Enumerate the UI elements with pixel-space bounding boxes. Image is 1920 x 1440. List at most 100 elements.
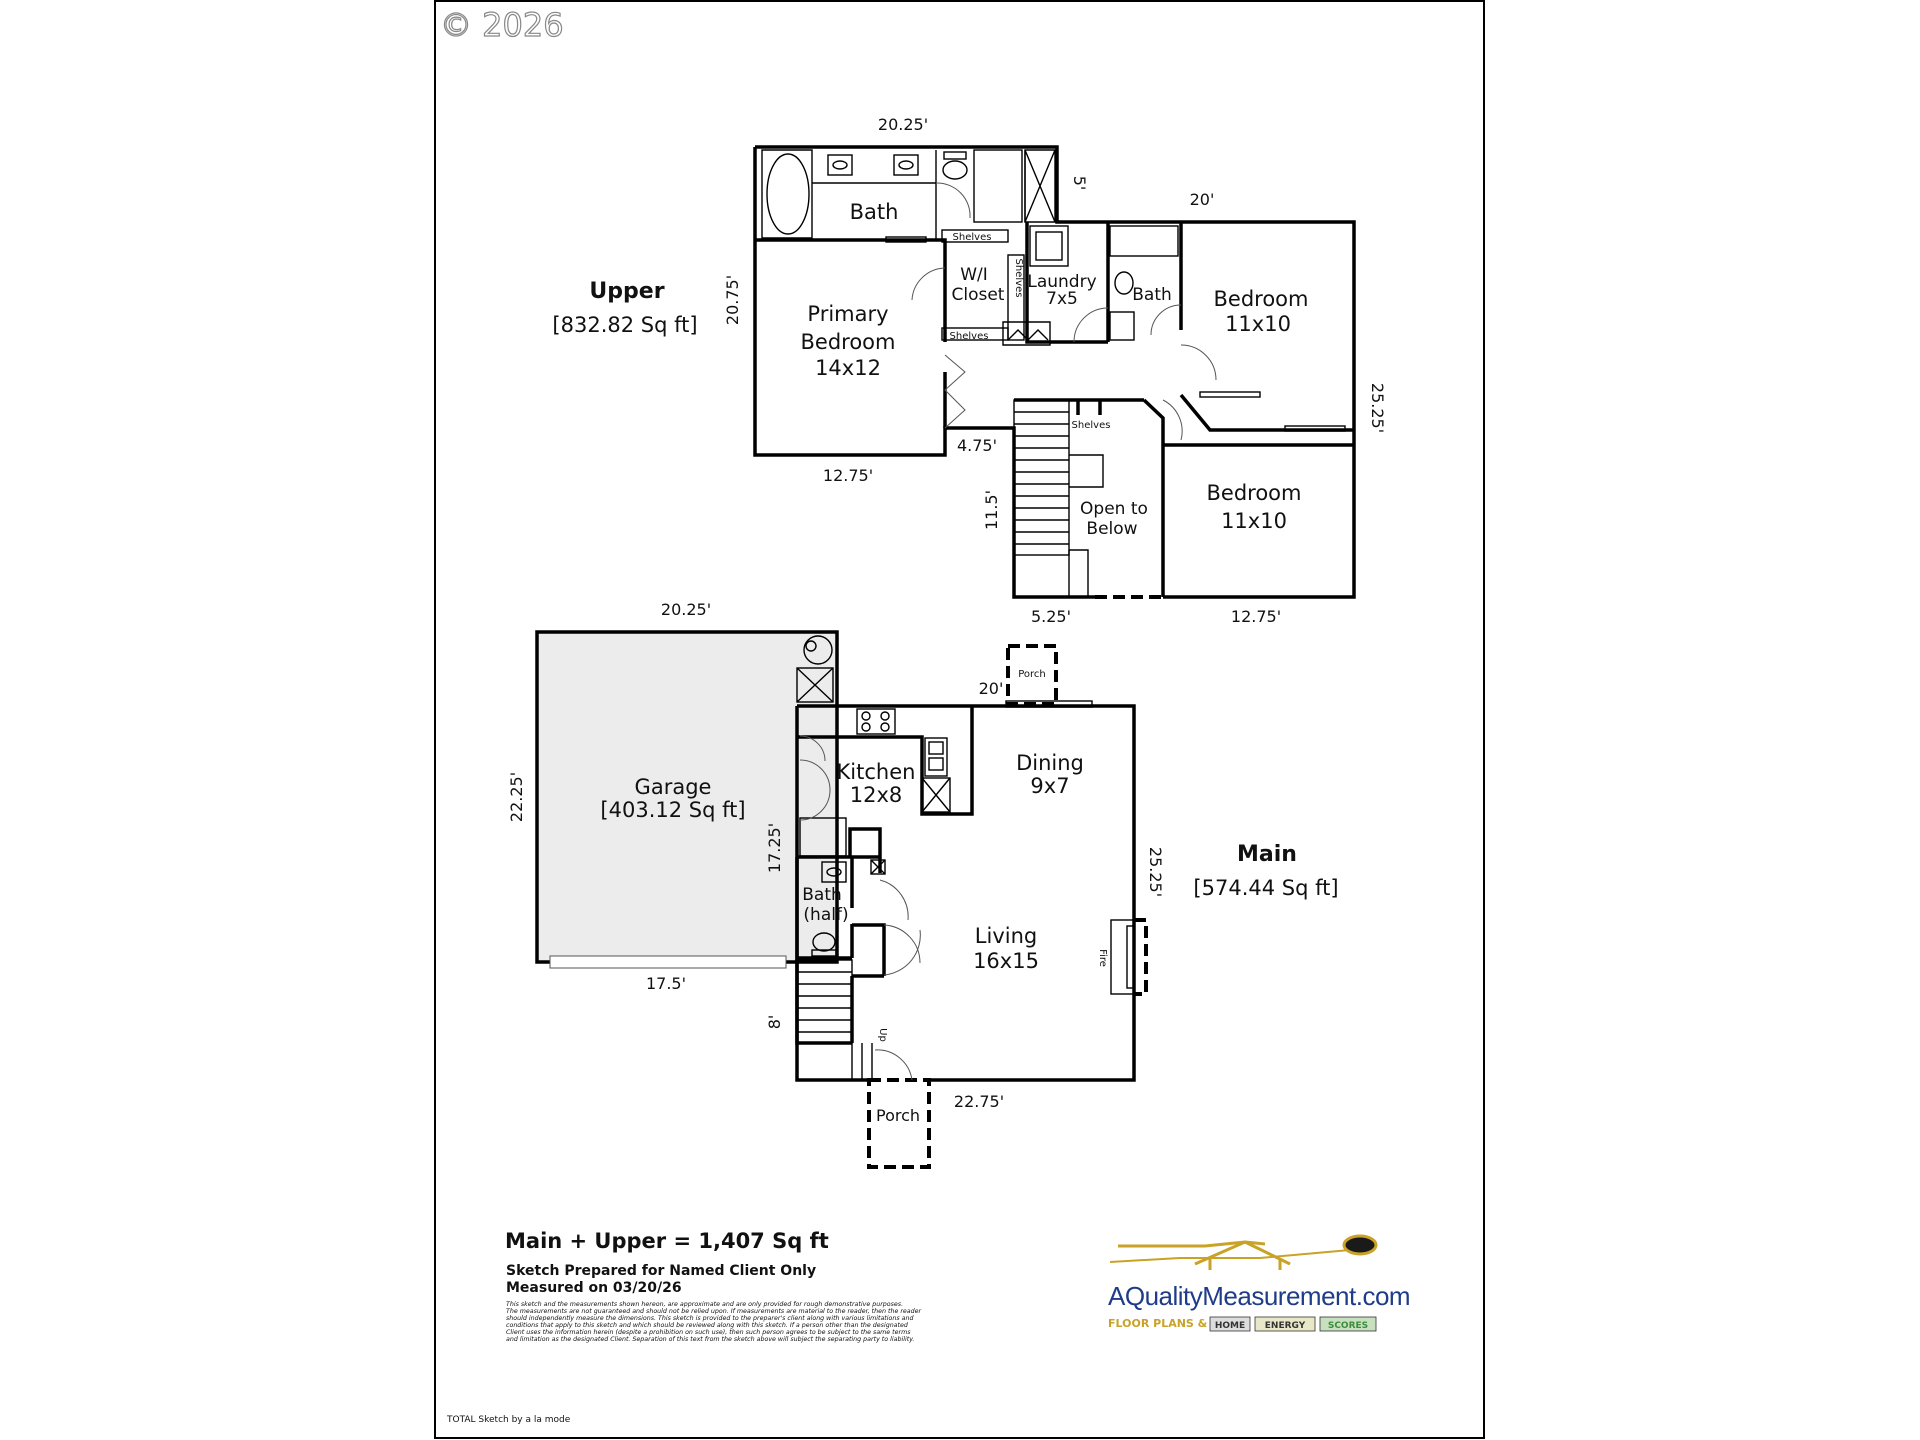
dryer-icon <box>1035 231 1063 261</box>
room-area-garage: [403.12 Sq ft] <box>600 798 745 822</box>
main-stairs <box>796 959 873 1080</box>
fireplace-label: Fire <box>1097 949 1108 967</box>
porch-entry <box>867 1078 931 1169</box>
sink-basin-icon <box>898 160 914 170</box>
dim-garage-top: 20.25' <box>661 600 711 619</box>
garage-area <box>535 630 839 964</box>
dim-main-mid-left: 17.25' <box>765 823 784 873</box>
shower-icon <box>973 149 1023 223</box>
disclaimer-line: conditions that apply to this sketch and… <box>506 1321 909 1329</box>
room-label-primary: Primary <box>807 302 888 326</box>
shelves-label: Shelves <box>1072 420 1111 431</box>
main-floor-area: [574.44 Sq ft] <box>1193 876 1338 900</box>
burner-icon <box>861 722 871 732</box>
half-bath-sink-icon <box>821 861 847 883</box>
dim-upper-right: 25.25' <box>1368 383 1387 433</box>
door-swing <box>883 924 921 964</box>
sink-icon <box>893 154 919 176</box>
shelves-label: Shelves <box>950 331 989 342</box>
logo-roof-icon <box>1118 1240 1266 1248</box>
slider-door <box>1284 425 1346 432</box>
dim-upper-right-top: 20' <box>1190 190 1215 209</box>
dim-garage-left: 22.25' <box>507 772 526 822</box>
main-floor-title: Main <box>1237 842 1297 867</box>
furnace-icon <box>796 667 834 703</box>
door-swing <box>799 759 831 821</box>
dim-main-bottom: 22.75' <box>954 1092 1004 1111</box>
bathtub-small-icon <box>1109 225 1179 257</box>
shelves-hall <box>1065 415 1145 429</box>
logo-tag-floorplans: FLOOR PLANS & <box>1108 1317 1208 1330</box>
room-label-living: Living <box>975 924 1037 948</box>
dim-upper-left: 20.75' <box>723 275 742 325</box>
stairs-up-label: Up <box>877 1028 888 1042</box>
room-label-bath2: Bath <box>1132 285 1172 305</box>
room-size-kitchen: 12x8 <box>850 783 903 807</box>
water-heater-icon <box>805 640 817 652</box>
dim-upper-bottom-mid: 5.25' <box>1031 607 1071 626</box>
door-swing <box>1150 304 1182 336</box>
water-heater-icon <box>803 635 833 665</box>
software-credit: TOTAL Sketch by a la mode <box>446 1415 571 1425</box>
room-label-bath: Bath <box>850 200 899 224</box>
total-area: Main + Upper = 1,407 Sq ft <box>505 1229 829 1253</box>
disclaimer-line: The measurements are not guaranteed and … <box>506 1307 922 1315</box>
burner-icon <box>880 711 890 721</box>
logo-scores-box <box>1319 1316 1377 1332</box>
copyright-mark: © 2026 <box>440 6 564 44</box>
room-label-closet: Closet <box>952 285 1005 305</box>
measured-date: Measured on 03/20/26 <box>506 1280 682 1296</box>
shelves-label: Shelves <box>1013 259 1024 298</box>
slider-door <box>1199 391 1261 398</box>
half-bath-toilet-tank <box>811 949 837 957</box>
room-label-half-bath: Bath <box>802 885 842 905</box>
closet-x-icon <box>870 859 886 875</box>
door-swing <box>1180 344 1217 381</box>
bathtub-icon <box>766 153 810 235</box>
logo-tag-scores: SCORES <box>1328 1321 1368 1331</box>
burner-icon <box>880 722 890 732</box>
kitchen-counter <box>799 817 847 857</box>
kitchen-sink-icon <box>924 737 948 777</box>
sink-icon <box>1109 311 1135 341</box>
door-swing <box>1162 399 1183 441</box>
room-label-kitchen: Kitchen <box>837 760 916 784</box>
door-swing <box>799 735 826 762</box>
shelves-label: Shelves <box>953 232 992 243</box>
room-size-dining: 9x7 <box>1030 774 1069 798</box>
porch-label-entry: Porch <box>876 1106 920 1125</box>
dim-main-top: 20' <box>979 679 1004 698</box>
dim-upper-step: 4.75' <box>957 436 997 455</box>
upper-floor-area: [832.82 Sq ft] <box>552 313 697 337</box>
room-size-laundry: 7x5 <box>1046 289 1078 309</box>
room-label-primary: Bedroom <box>801 330 896 354</box>
door-swing <box>883 929 921 976</box>
dim-main-right: 25.25' <box>1146 847 1165 897</box>
main-floor-plan: Garage [403.12 Sq ft] Kitchen 12x8 Dinin… <box>507 600 1339 1169</box>
logo-tag-energy: ENERGY <box>1265 1321 1306 1331</box>
garage-door <box>549 955 787 969</box>
door-swing <box>935 182 971 219</box>
kitchen-sink-basin <box>928 741 944 755</box>
toilet-icon <box>1114 271 1134 295</box>
logo-energy-box <box>1254 1316 1316 1332</box>
shelves-side <box>1007 254 1025 341</box>
upper-floor-plan: Bath Primary Bedroom 14x12 W/I Closet La… <box>552 115 1387 626</box>
room-label-garage: Garage <box>635 775 712 799</box>
shelves-top <box>941 229 1009 243</box>
dim-garage-bottom: 17.5' <box>646 974 686 993</box>
laundry-bifold <box>1002 321 1051 346</box>
prepared-note: Sketch Prepared for Named Client Only <box>506 1263 816 1279</box>
room-label-half-bath: (half) <box>803 905 848 925</box>
disclaimer-line: Client uses the information herein (desp… <box>506 1328 911 1336</box>
dim-upper-notch: 5' <box>1070 176 1089 191</box>
door-swing <box>879 879 909 921</box>
room-label-bedroom-2: Bedroom <box>1207 481 1302 505</box>
disclaimer-line: and limitation as the designated Client.… <box>506 1335 914 1343</box>
logo-tape-measure-icon <box>1342 1234 1378 1256</box>
dishwasher-icon <box>921 777 951 813</box>
room-label-laundry: Laundry <box>1027 272 1096 292</box>
dim-upper-bottom-left: 12.75' <box>823 466 873 485</box>
toilet-tank-icon <box>943 151 967 160</box>
dim-upper-bottom-right: 12.75' <box>1231 607 1281 626</box>
